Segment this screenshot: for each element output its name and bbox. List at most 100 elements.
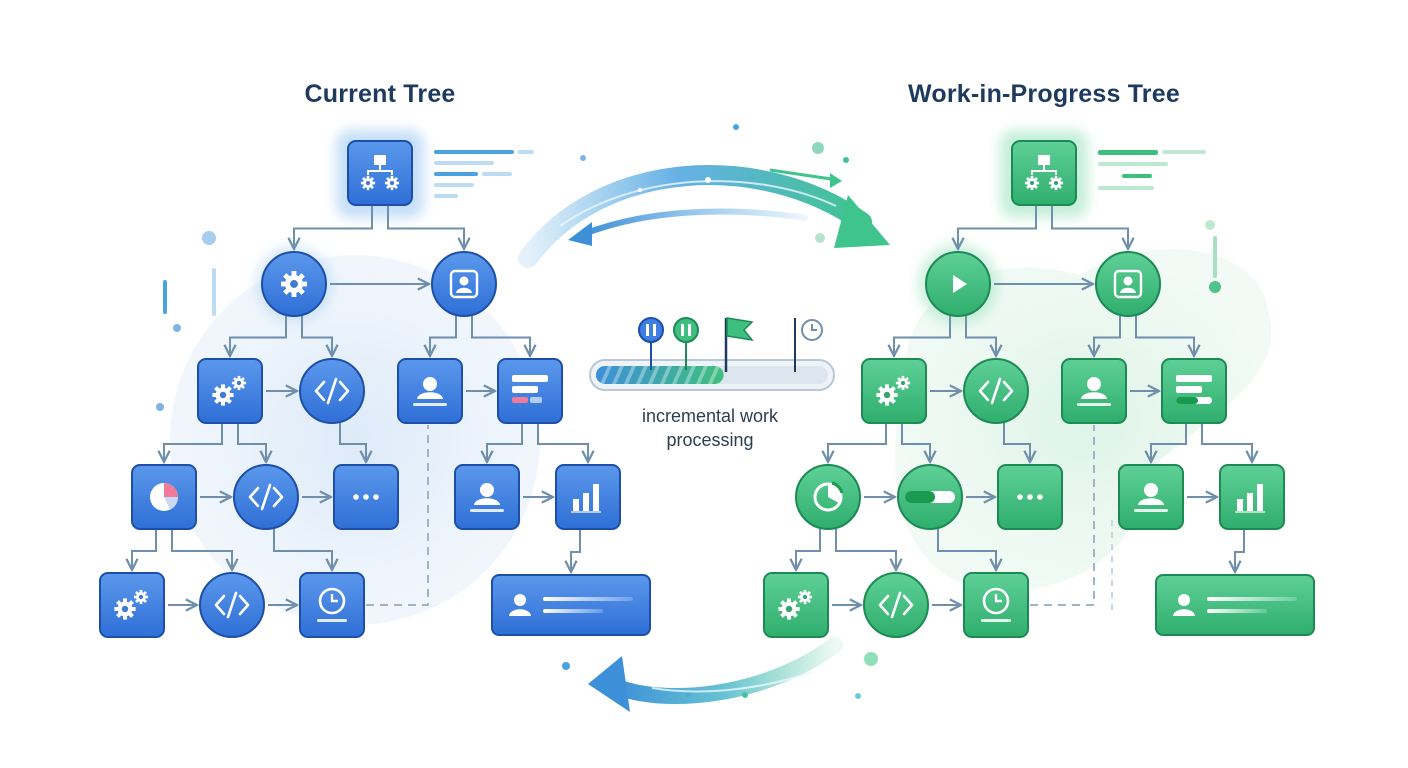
code-icon — [248, 483, 284, 511]
current-edge-l3b-l4c — [273, 529, 332, 570]
clock-icon — [317, 587, 347, 622]
current-node-l4d[interactable] — [491, 574, 651, 636]
wip-node-l2c[interactable] — [1061, 358, 1127, 424]
gear-left-icon — [360, 175, 376, 191]
user-card-icon — [1113, 269, 1143, 299]
user-icon — [1077, 377, 1111, 406]
current-node-l3d[interactable] — [454, 464, 520, 530]
hierarchy-gear-icon — [367, 155, 393, 175]
wip-node-root[interactable] — [1011, 140, 1077, 206]
wip-edge-l1a-l2b — [965, 316, 996, 356]
play-icon — [953, 275, 967, 293]
current-dashed-link — [366, 425, 429, 606]
gears-icon — [778, 598, 800, 620]
code-icon — [878, 591, 914, 619]
user-icon — [413, 377, 447, 406]
wip-node-l4c[interactable] — [963, 572, 1029, 638]
wip-edge-l2d-l3e — [1201, 423, 1252, 462]
current-tree-title: Current Tree — [304, 80, 456, 108]
current-edge-l3a-l4a — [132, 529, 157, 570]
current-root-meta-lines — [434, 150, 534, 198]
current-edge-l1b-l2c — [430, 316, 457, 356]
pie-chart-icon — [150, 483, 178, 511]
current-node-l2c[interactable] — [397, 358, 463, 424]
current-node-l4c[interactable] — [299, 572, 365, 638]
wip-edge-root-l1b — [1051, 205, 1128, 249]
progress-bar-icon — [905, 491, 955, 503]
wip-edge-l3a-l4b — [835, 529, 896, 570]
wip-dashed-link — [1030, 425, 1095, 606]
current-edge-l2d-l3e — [537, 423, 588, 462]
current-node-l3a[interactable] — [131, 464, 197, 530]
wip-edge-root-l1a — [958, 205, 1037, 249]
wip-node-l4a[interactable] — [763, 572, 829, 638]
progress-markers — [638, 317, 823, 372]
wip-node-l3e[interactable] — [1219, 464, 1285, 530]
clock-icon — [981, 587, 1011, 622]
gear-left-icon — [1024, 175, 1040, 191]
list-icon — [512, 375, 548, 403]
current-edge-l2d-l3d — [487, 423, 523, 462]
gears-icon — [114, 598, 136, 620]
current-edge-root-l1b — [387, 205, 464, 249]
wip-edge-l1a-l2a — [894, 316, 951, 356]
gears-icon-small — [133, 589, 149, 605]
wip-node-l2b[interactable] — [963, 358, 1029, 424]
user-icon — [470, 483, 504, 512]
user-row-icon — [1173, 594, 1297, 616]
wip-node-l3d[interactable] — [1118, 464, 1184, 530]
wip-edge-l2a-l3b — [901, 423, 930, 462]
wip-edge-l1b-l2c — [1094, 316, 1121, 356]
code-icon — [214, 591, 250, 619]
current-node-l2d[interactable] — [497, 358, 563, 424]
list-icon — [1176, 375, 1212, 404]
current-tree-backdrop — [170, 255, 540, 625]
wip-node-l1b[interactable] — [1095, 251, 1161, 317]
wip-node-l3a[interactable] — [795, 464, 861, 530]
progress-track — [589, 359, 835, 391]
wip-node-l2d[interactable] — [1161, 358, 1227, 424]
gears-icon-small — [895, 375, 911, 391]
pie-chart-icon — [813, 481, 844, 512]
sync-arrow-back-thin — [568, 208, 808, 246]
current-node-l1a[interactable] — [261, 251, 327, 317]
current-edge-l1a-l2a — [230, 316, 287, 356]
flag-icon — [724, 317, 754, 372]
bar-chart-icon — [1235, 484, 1265, 513]
wip-node-l3b[interactable] — [897, 464, 963, 530]
wip-node-l4d[interactable] — [1155, 574, 1315, 636]
wip-node-l4b[interactable] — [863, 572, 929, 638]
pause-marker-blue-icon — [638, 317, 664, 343]
gears-icon-small — [231, 375, 247, 391]
bar-chart-icon — [571, 484, 601, 513]
current-node-root[interactable] — [347, 140, 413, 206]
wip-root-meta-lines — [1098, 150, 1206, 190]
code-icon — [314, 377, 350, 405]
current-node-l4a[interactable] — [99, 572, 165, 638]
gear-right-icon — [384, 175, 400, 191]
wip-edge-l3b-l4c — [937, 529, 996, 570]
wip-edge-l2d-l3d — [1151, 423, 1187, 462]
small-arrow-top — [769, 168, 842, 188]
ellipsis-icon — [353, 494, 379, 500]
ellipsis-icon — [1017, 494, 1043, 500]
current-node-l2a[interactable] — [197, 358, 263, 424]
wip-edge-l2b-l3c — [1003, 423, 1030, 462]
current-node-l2b[interactable] — [299, 358, 365, 424]
wip-node-l3c[interactable] — [997, 464, 1063, 530]
sync-arrow-forward — [518, 165, 890, 268]
current-node-l3b[interactable] — [233, 464, 299, 530]
pause-marker-green-icon — [673, 317, 699, 343]
current-node-l3c[interactable] — [333, 464, 399, 530]
current-node-l3e[interactable] — [555, 464, 621, 530]
wip-edge-l1b-l2d — [1135, 316, 1194, 356]
progress-fill — [596, 366, 724, 384]
current-node-l1b[interactable] — [431, 251, 497, 317]
current-edge-l2a-l3a — [164, 423, 223, 462]
current-node-l4b[interactable] — [199, 572, 265, 638]
wip-node-l2a[interactable] — [861, 358, 927, 424]
hierarchy-gear-icon — [1031, 155, 1057, 175]
current-edge-root-l1a — [294, 205, 373, 249]
wip-node-l1a[interactable] — [925, 251, 991, 317]
